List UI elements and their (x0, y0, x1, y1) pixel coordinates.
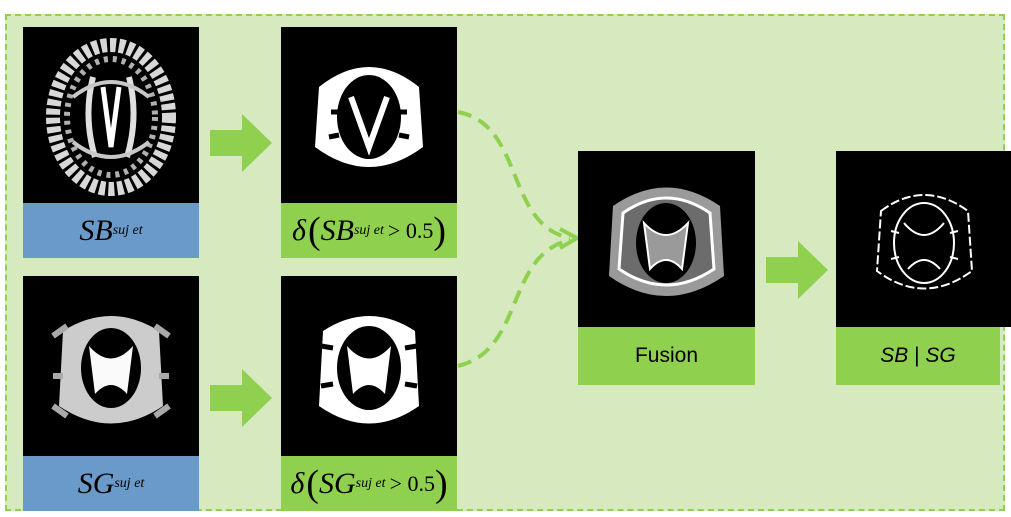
fusion-image (578, 151, 755, 327)
sg-binary-image (281, 276, 457, 456)
right-arrow-icon (766, 241, 828, 299)
sb-label-main: SB (79, 213, 113, 247)
delta-sb-main: SB (320, 213, 354, 247)
result-left: SB (880, 344, 909, 367)
result-label: SB | SG (836, 327, 1000, 385)
sg-label-main: SG (77, 466, 115, 500)
sg-label-sub: suj et (114, 475, 145, 491)
delta-sg-rel: > 0.5 (389, 470, 435, 496)
delta-symbol: δ (290, 466, 305, 500)
delta-symbol: δ (292, 213, 306, 247)
delta-sg-main: SG (318, 466, 356, 500)
result-sep: | (914, 344, 920, 367)
right-arrow-icon (210, 114, 272, 172)
sb-label-sub: suj et (112, 222, 143, 238)
delta-sg-sub: suj et (355, 475, 386, 491)
delta-sb-rel: > 0.5 (387, 217, 434, 243)
result-right: SG (925, 344, 956, 367)
sb-binary-image (281, 27, 457, 203)
fusion-label: Fusion (578, 327, 755, 385)
contour-image (836, 151, 1011, 327)
sg-probability-image (23, 276, 199, 456)
sb-probability-image (23, 27, 199, 203)
right-arrow-icon (210, 369, 272, 427)
delta-sb-sub: suj et (353, 222, 384, 238)
